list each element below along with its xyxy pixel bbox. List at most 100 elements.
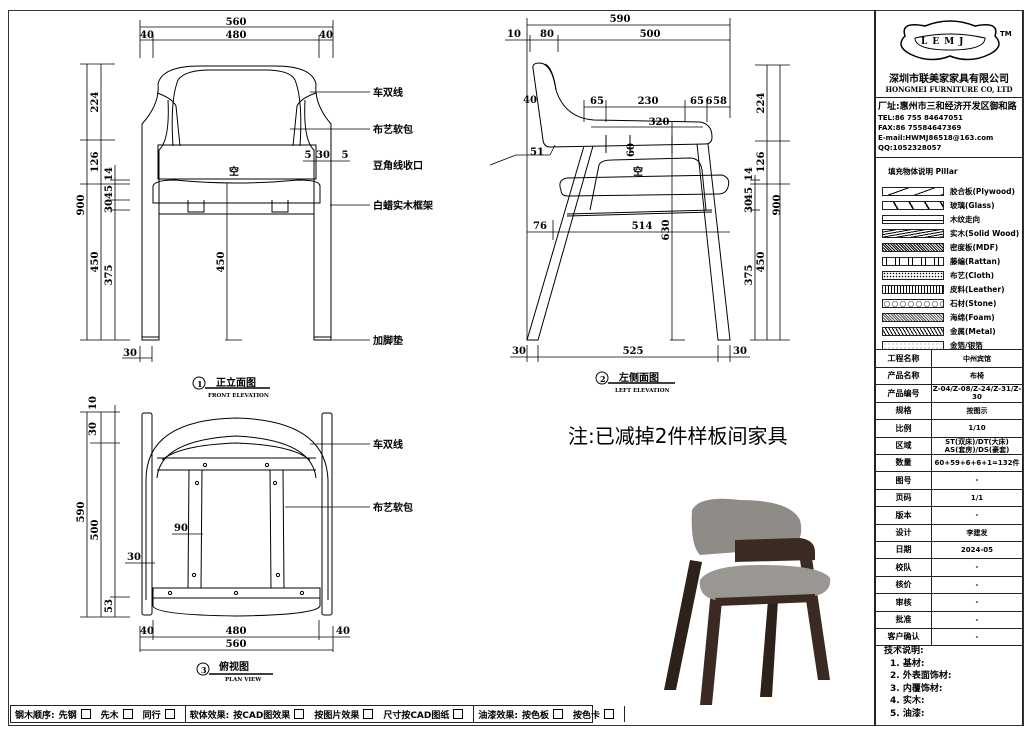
row-label: 校队 (876, 558, 932, 576)
title-block-row: 核价- (876, 576, 1022, 595)
option-checkbox[interactable] (453, 709, 464, 719)
option-checkbox[interactable] (164, 709, 175, 719)
legend-label: 胶合板(Plywood) (950, 186, 1015, 196)
plan-view-subtitle: PLAN VIEW (225, 677, 262, 683)
plan-dimension-lines (80, 405, 350, 652)
option-checkbox[interactable] (122, 709, 133, 719)
side-view-dimension-label: 60 (626, 143, 637, 157)
row-label: 工程名称 (876, 350, 932, 367)
company-header: LEMJ TM 深圳市联美家家具有限公司 HONGMEI FURNITURE C… (876, 10, 1022, 98)
legend-label: 海绵(Foam) (950, 312, 995, 322)
plan-view-dimension-label: 30 (127, 552, 141, 563)
side-view-dimension-label: 590 (610, 14, 631, 25)
row-value: - (975, 511, 979, 520)
title-block-row: 客户确认- (876, 628, 1022, 647)
front-view-dimension-label: 14 (104, 167, 115, 181)
glass-pattern-swatch (882, 200, 944, 210)
row-value: Z-04/Z-08/Z-24/Z-31/Z-30 (932, 385, 1022, 402)
foam-pattern-swatch (882, 312, 944, 322)
side-view-number: 2 (600, 374, 606, 384)
side-view-dimension-label: 500 (640, 29, 661, 40)
plan-view-dimension-label: 90 (174, 523, 188, 534)
plan-view-dimension-label: 53 (104, 599, 115, 613)
row-label: 数量 (876, 454, 932, 472)
row-label: 产品名称 (876, 367, 932, 385)
side-view-dimension-label: 630 (661, 220, 672, 241)
legend-label: 金箔/银箔 (950, 340, 983, 350)
side-view-dimension-label: 10 (507, 29, 521, 40)
company-logo (900, 20, 1000, 61)
tech-note-item: 4. 实木: (890, 696, 925, 706)
side-view-dimension-label: 30 (512, 346, 526, 357)
legend-item: 玻璃(Glass) (882, 199, 995, 211)
plan-view-dimension-label: 30 (88, 422, 99, 436)
side-view-dimension-label: 126 (756, 152, 767, 173)
row-label: 批准 (876, 611, 932, 628)
front-leader-lines (290, 91, 370, 341)
legend-label: 木纹走向 (950, 214, 980, 224)
front-view-dimension-label: 5 (342, 150, 349, 161)
row-value: - (975, 580, 979, 589)
legend-item: 实木(Solid Wood) (882, 227, 1019, 239)
plan-note-double-stitch: 车双线 (373, 438, 403, 451)
title-block: LEMJ TM 深圳市联美家家具有限公司 HONGMEI FURNITURE C… (874, 10, 1023, 726)
plan-view-number: 3 (201, 665, 207, 675)
front-view-dimension-label: 450 (216, 252, 227, 273)
option-label: 同行 (142, 710, 161, 721)
row-label: 图号 (876, 471, 932, 489)
title-block-row: 版本- (876, 506, 1022, 525)
side-view-dimension-label: 40 (523, 95, 537, 106)
option-label: 尺寸按CAD图纸 (383, 710, 450, 721)
cloth-pattern-swatch (882, 270, 944, 280)
address: 厂址:惠州市三和经济开发区御和路 (878, 102, 1017, 112)
side-view-dimension-label: 80 (540, 29, 554, 40)
row-label: 区域 (876, 437, 932, 454)
title-block-row: 规格 按图示 (876, 402, 1022, 421)
legend-label: 藤编(Rattan) (950, 256, 1001, 266)
side-view-subtitle: LEFT ELEVATION (615, 388, 670, 394)
row-label: 规格 (876, 402, 932, 420)
title-block-row: 审核- (876, 593, 1022, 612)
option-checkbox[interactable] (80, 709, 91, 719)
option-checkbox[interactable] (604, 709, 615, 719)
email: E-mail:HWMJ86518@163.com (878, 134, 994, 142)
legend-label: 金属(Metal) (950, 326, 996, 336)
front-view-dimension-label: 30 (316, 150, 330, 161)
row-value: - (975, 615, 979, 624)
side-view-dimension-label: 51 (530, 147, 544, 158)
side-view-dimension-label: 30 (733, 346, 747, 357)
option-checkbox[interactable] (553, 709, 563, 719)
side-view-dimension-label: 58 (713, 96, 727, 107)
legend-item: 布艺(Cloth) (882, 269, 994, 281)
foil-pattern-swatch (882, 340, 944, 350)
row-value: - (975, 563, 979, 572)
front-view-subtitle: FRONT ELEVATION (208, 393, 269, 399)
technical-notes: 技术说明: 1. 基材:2. 外表面饰材:3. 内覆饰材:4. 实木:5. 油漆… (884, 645, 951, 720)
metal-pattern-swatch (882, 326, 944, 336)
row-value: 李建发 (966, 528, 988, 537)
row-value: 2024-05 (960, 545, 994, 554)
front-view-dimension-label: 560 (226, 17, 247, 28)
front-dimension-lines (80, 20, 350, 362)
plan-view-dimension-label: 590 (76, 502, 87, 523)
legend-label: 皮料(Leather) (950, 284, 1005, 294)
front-view-dimension-label: 45 (104, 185, 115, 199)
option-checkbox[interactable] (363, 709, 374, 719)
side-view-dimension-label: 525 (623, 346, 644, 357)
front-view-title: 正立面图 (216, 376, 256, 389)
legend-item: 金属(Metal) (882, 325, 996, 337)
plan-leader-lines (285, 443, 370, 508)
note-foot-pad: 加脚垫 (372, 334, 403, 347)
tel: TEL:86 755 84647051 (878, 114, 964, 122)
section-label: 软体效果: (189, 710, 230, 721)
tech-note-item: 1. 基材: (890, 658, 925, 669)
front-view-dimension-label: 480 (226, 30, 247, 41)
side-view-title: 左侧面图 (618, 371, 659, 384)
tech-note-item: 3. 内覆饰材: (890, 683, 943, 694)
plywood-pattern-swatch (882, 186, 944, 196)
plan-view-dimension-label: 40 (336, 626, 350, 637)
option-checkbox[interactable] (294, 709, 305, 719)
side-view-dimension-label: 224 (756, 93, 767, 114)
row-value: 按图示 (966, 406, 988, 415)
